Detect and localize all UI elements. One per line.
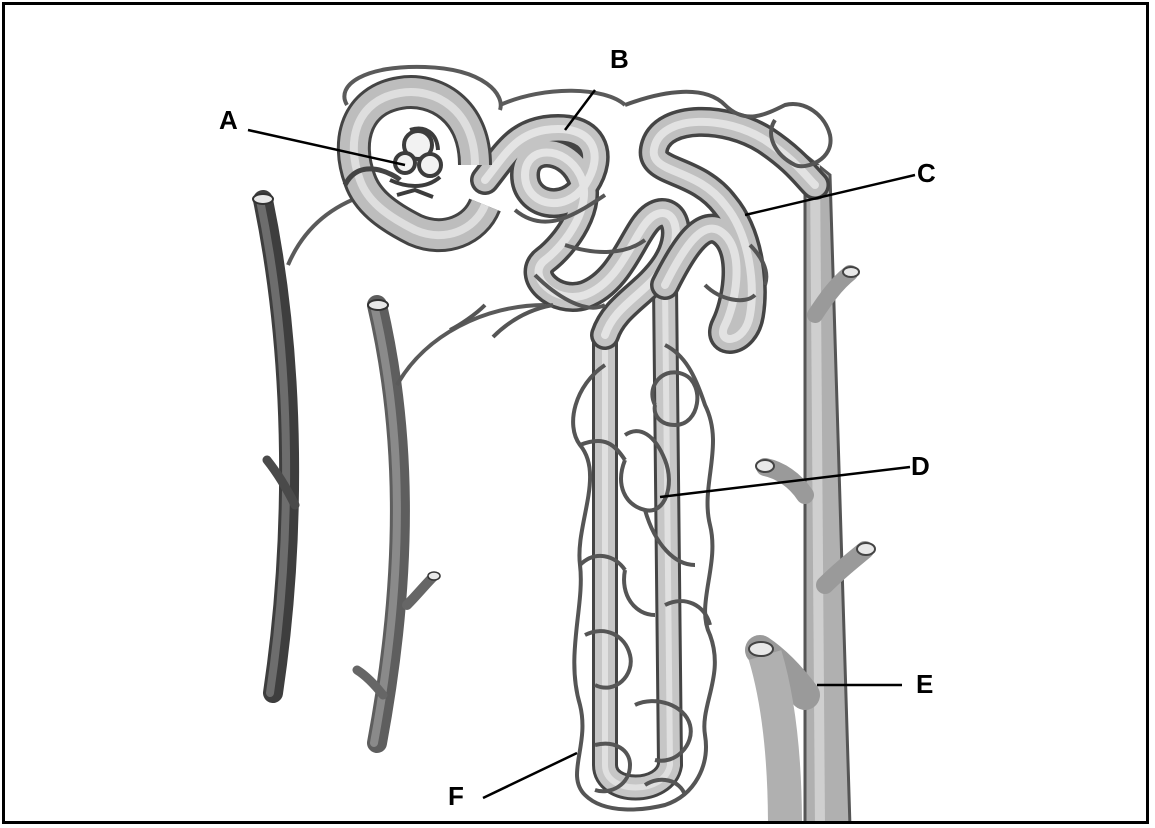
loop-of-henle <box>605 285 670 788</box>
nephron-diagram: A B C D E F <box>5 5 1149 824</box>
label-e: E <box>916 669 933 699</box>
label-f: F <box>448 781 464 811</box>
label-b: B <box>610 44 629 74</box>
vein-vessel <box>357 300 440 743</box>
artery-vessel <box>253 194 295 693</box>
leader-line-f <box>483 753 577 798</box>
label-a: A <box>219 105 238 135</box>
leader-line-a <box>248 130 405 165</box>
collecting-duct <box>749 155 875 824</box>
label-d: D <box>911 451 930 481</box>
label-c: C <box>917 158 936 188</box>
